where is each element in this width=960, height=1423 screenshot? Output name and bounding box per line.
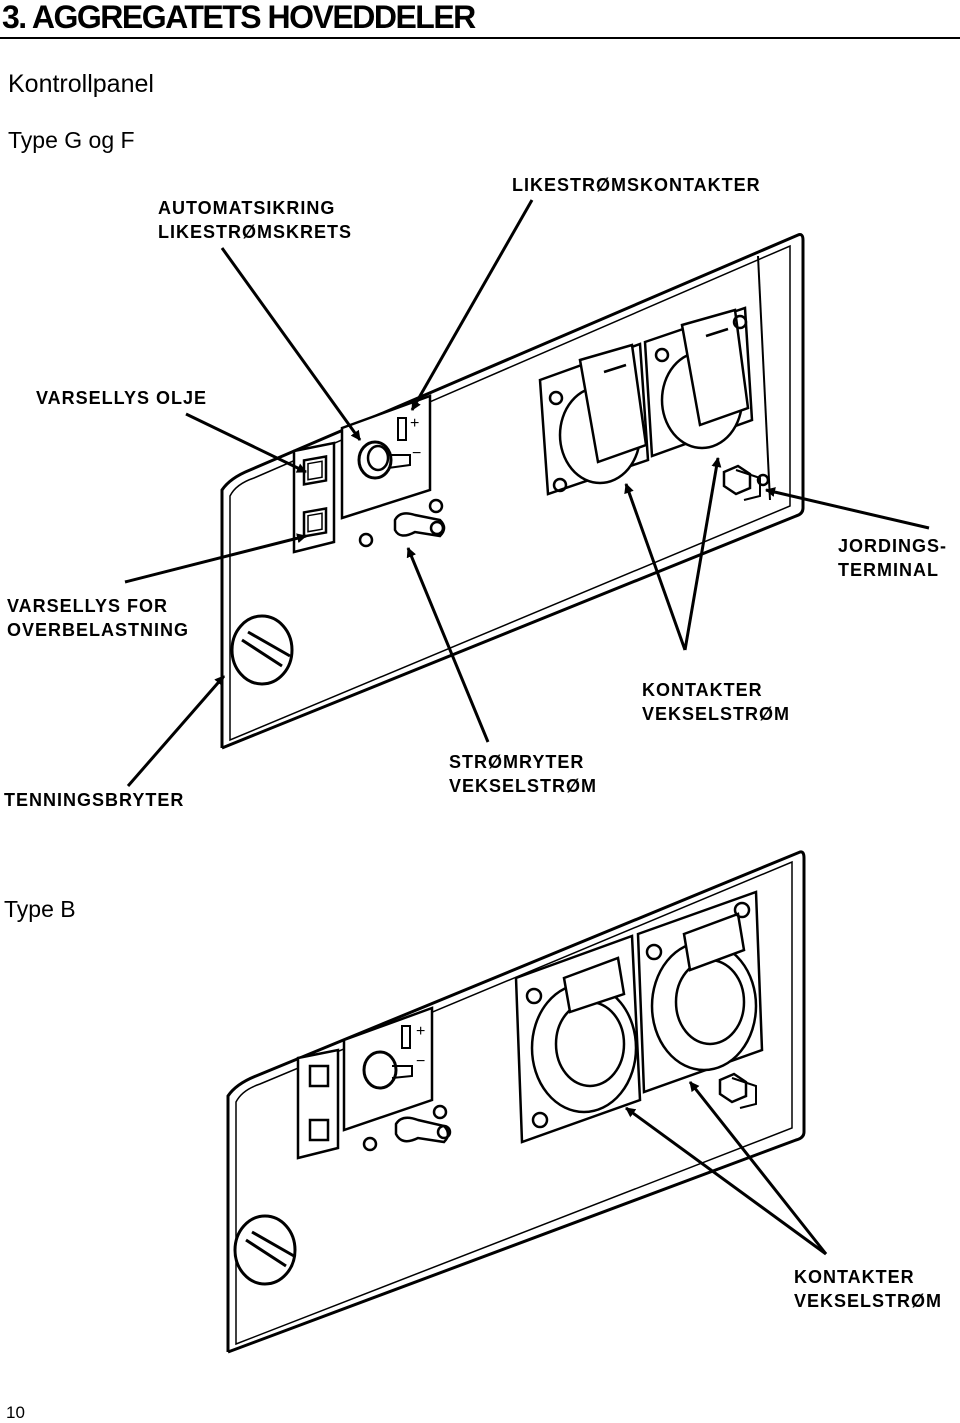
label-kontakter-line2: VEKSELSTRØM xyxy=(642,704,791,724)
label-stromryter-line1: STRØMRYTER xyxy=(449,752,585,772)
page-number: 10 xyxy=(6,1403,25,1422)
ignition-switch-b xyxy=(233,1214,297,1286)
warning-lights-gf xyxy=(292,441,336,554)
ignition-switch-gf xyxy=(230,614,294,686)
label-b-kontakter-line1: KONTAKTER xyxy=(794,1267,915,1287)
label-jordingsterminal-line1: JORDINGS- xyxy=(838,536,948,556)
label-overbelastning-line2: OVERBELASTNING xyxy=(7,620,190,640)
type-gf-title: Type G og F xyxy=(8,127,135,153)
label-b-kontakter-line2: VEKSELSTRØM xyxy=(794,1291,943,1311)
label-tenningsbryter: TENNINGSBRYTER xyxy=(4,790,185,810)
svg-text:+: + xyxy=(410,415,419,432)
ac-sockets-gf xyxy=(538,306,754,496)
label-stromryter-line2: VEKSELSTRØM xyxy=(449,776,598,796)
leader-arrows-gf xyxy=(124,199,930,787)
ac-sockets-b xyxy=(514,890,764,1144)
ground-terminal-gf xyxy=(722,464,770,501)
dc-outlet-block-b: + − xyxy=(342,1006,434,1132)
leader-arrows-b xyxy=(625,1081,828,1256)
header-rule xyxy=(0,37,960,39)
svg-text:+: + xyxy=(416,1023,425,1040)
warning-lights-b xyxy=(296,1048,340,1160)
label-likestromskontakter: LIKESTRØMSKONTAKTER xyxy=(512,175,761,195)
label-kontakter-line1: KONTAKTER xyxy=(642,680,763,700)
label-overbelastning-line1: VARSELLYS FOR xyxy=(7,596,169,616)
label-jordingsterminal-line2: TERMINAL xyxy=(838,560,939,580)
label-varsellys-olje: VARSELLYS OLJE xyxy=(36,388,208,408)
svg-text:−: − xyxy=(412,445,421,462)
label-automatsikring-line2: LIKESTRØMSKRETS xyxy=(158,222,353,242)
ground-terminal-b xyxy=(718,1072,757,1109)
type-b-title: Type B xyxy=(4,896,76,922)
label-automatsikring-line1: AUTOMATSIKRING xyxy=(158,198,336,218)
dc-outlet-block-gf: + − xyxy=(340,394,432,520)
ac-breaker-b xyxy=(362,1104,452,1152)
section-title: Kontrollpanel xyxy=(8,70,154,98)
ac-breaker-gf xyxy=(358,498,446,548)
svg-text:−: − xyxy=(416,1053,425,1070)
page-heading: 3. AGGREGATETS HOVEDDELER xyxy=(2,0,476,35)
